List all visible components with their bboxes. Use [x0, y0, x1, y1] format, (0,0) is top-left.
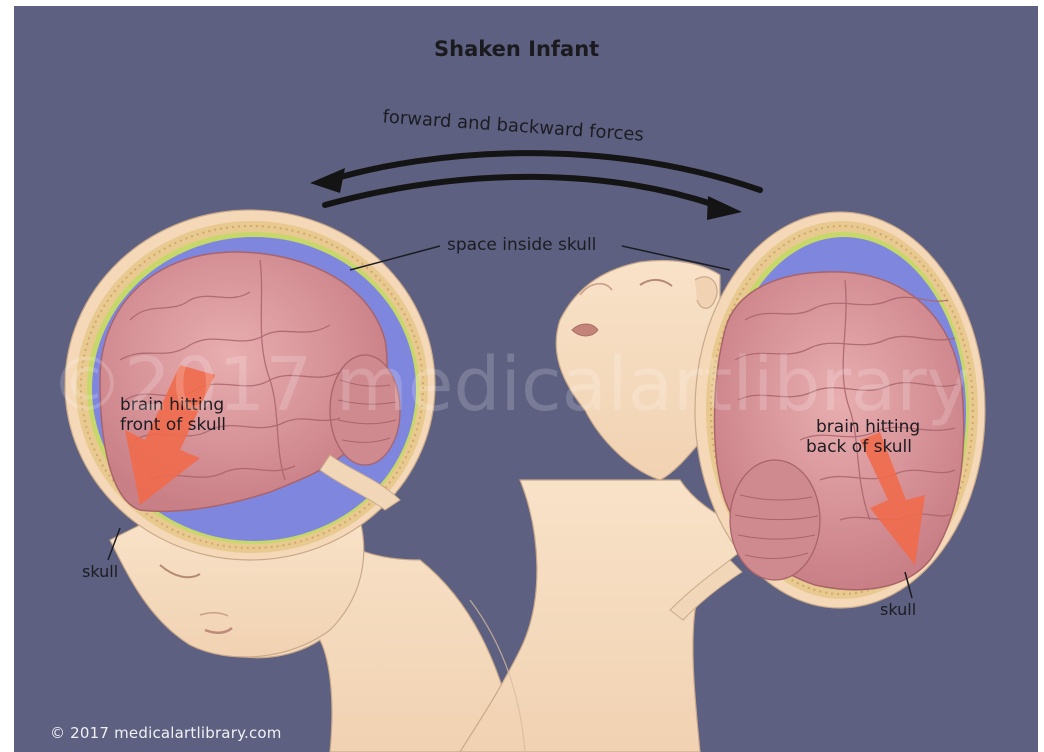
copyright-notice: © 2017 medicalartlibrary.com — [50, 724, 282, 742]
left-head: brain hitting front of skull skull — [65, 210, 520, 752]
diagram-title: Shaken Infant — [434, 37, 599, 61]
right-impact-label-line2: back of skull — [806, 437, 912, 457]
force-label: forward and backward forces — [382, 106, 645, 145]
right-head: brain hitting back of skull skull — [460, 212, 985, 752]
right-skull-label: skull — [880, 600, 916, 619]
left-skull-label: skull — [82, 562, 118, 581]
backward-force-arrow — [330, 153, 760, 190]
watermark: ©2017 medicalartlibrary — [50, 342, 970, 428]
right-neck-body — [460, 480, 760, 752]
force-arrows — [310, 153, 760, 220]
forward-force-arrow — [325, 177, 715, 205]
space-inside-skull-label: space inside skull — [447, 235, 596, 255]
